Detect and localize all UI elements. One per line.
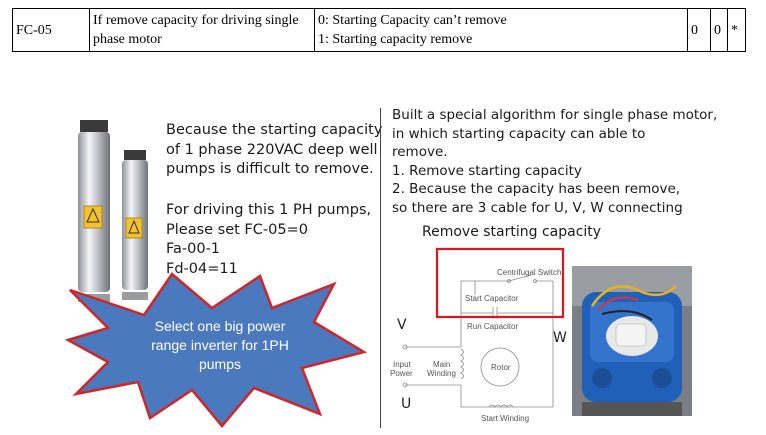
param-default: 0: [687, 8, 711, 52]
starburst-callout: [64, 272, 368, 428]
param-option-1: 1: Starting capacity remove: [318, 32, 473, 47]
param-options: 0: Starting Capacity can’t remove 1: Sta…: [314, 8, 688, 52]
terminal-w-label: W: [553, 330, 567, 346]
text-line: Please set FC-05=0: [166, 221, 308, 238]
diagram-title: Remove starting capacity: [422, 224, 602, 240]
circuit-diagram: Centrifugal Switch Start Capacitor Run C…: [390, 247, 567, 423]
param-name: If remove capacity for driving single ph…: [89, 8, 315, 52]
main-winding-label-1: Main: [433, 360, 450, 369]
column-divider: [380, 108, 381, 428]
param-option-0: 0: Starting Capacity can’t remove: [318, 13, 507, 28]
input-power-label-1: Input: [393, 360, 412, 369]
param-min: 0: [710, 8, 728, 52]
start-winding-label: Start Winding: [481, 414, 529, 423]
text-line: pumps: [198, 356, 242, 372]
pump-image: [78, 120, 148, 302]
param-attr: *: [727, 8, 746, 52]
centrifugal-switch-label: Centrifugal Switch: [497, 268, 561, 277]
text-line: Built a special algorithm for single pha…: [392, 107, 718, 123]
algorithm-description: Built a special algorithm for single pha…: [392, 106, 717, 217]
input-power-label-2: Power: [390, 369, 413, 378]
text-line: pumps is difficult to remove.: [166, 161, 374, 177]
text-line: Select one big power: [154, 318, 286, 334]
step-2: 2. Because the capacity has been remove,: [392, 181, 681, 197]
highlight-box: [435, 247, 565, 319]
table-row: FC-05 If remove capacity for driving sin…: [12, 8, 746, 52]
text-line: in which starting capacity can able to: [392, 125, 646, 142]
starburst-text: Select one big power range inverter for …: [125, 317, 315, 374]
run-capacitor-label: Run Capacitor: [467, 322, 518, 331]
pump-description: Because the starting capacity of 1 phase…: [166, 121, 382, 180]
parameter-table: FC-05 If remove capacity for driving sin…: [12, 8, 746, 52]
pump-settings: For driving this 1 PH pumps, Please set …: [166, 201, 371, 279]
text-line: Fa-00-1: [166, 241, 221, 257]
text-line: Fd-04=11: [166, 260, 238, 277]
terminal-v-label: V: [397, 317, 407, 333]
starburst-shape: [64, 272, 368, 428]
text-line: Because the starting capacity: [166, 122, 383, 138]
param-code: FC-05: [12, 8, 90, 52]
step-2-continued: so there are 3 cable for U, V, W connect…: [392, 199, 683, 216]
text-line: For driving this 1 PH pumps,: [166, 202, 372, 218]
terminal-u-label: U: [401, 396, 411, 412]
text-line: remove.: [392, 144, 448, 160]
rotor-label: Rotor: [491, 363, 511, 372]
main-winding-label-2: Winding: [427, 369, 456, 378]
start-capacitor-label: Start Capacitor: [465, 294, 519, 303]
text-line: of 1 phase 220VAC deep well: [166, 141, 378, 158]
text-line: range inverter for 1PH: [151, 337, 289, 353]
step-1: 1. Remove starting capacity: [392, 162, 582, 179]
motor-photo: [572, 266, 692, 416]
